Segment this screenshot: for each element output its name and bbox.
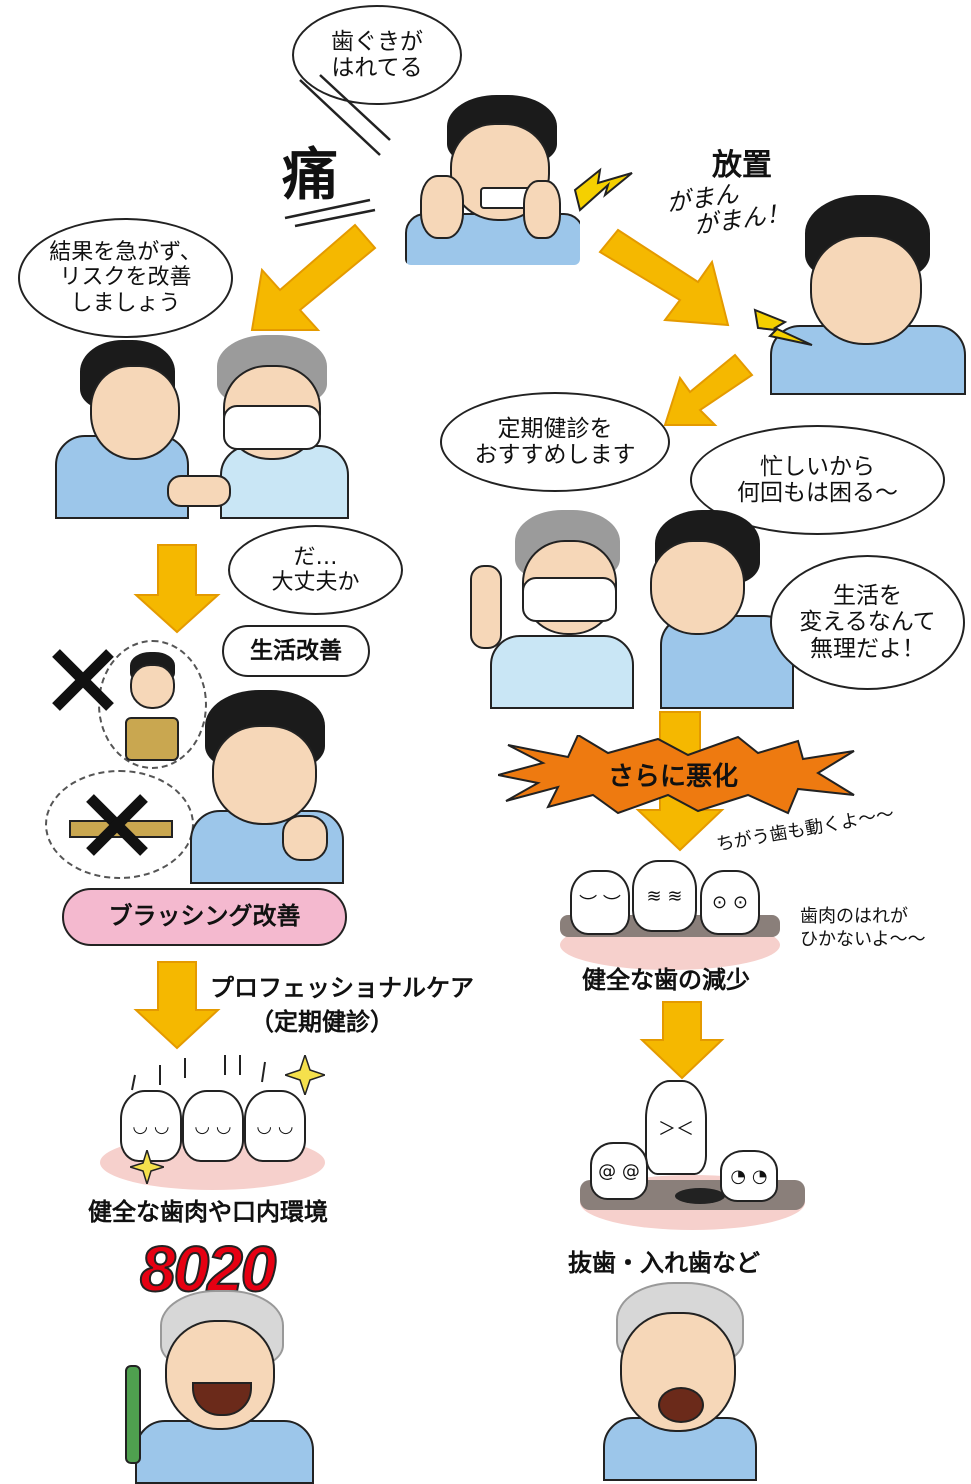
checkup-recommend-bubble: 定期健診を おすすめします	[440, 392, 670, 492]
pain-lightning-icon	[753, 308, 813, 346]
determined-patient-illustration	[190, 690, 344, 884]
healthy-teeth-illustration: ◡ ◡ ◡ ◡ ◡ ◡	[100, 1050, 330, 1190]
no-smoking-x-icon	[82, 790, 152, 860]
sad-elder-illustration	[598, 1282, 758, 1481]
happy-elder-illustration	[120, 1290, 320, 1484]
pain-lines	[284, 74, 391, 228]
neglect-label: 放置	[712, 148, 772, 183]
no-snacking-x-icon	[48, 645, 118, 715]
decrease-caption: 健全な歯の減少	[582, 966, 750, 994]
arrow-to-checkup	[663, 353, 754, 426]
arrow-down-right-2	[639, 1001, 725, 1080]
lifestyle-label: 生活改善	[222, 625, 370, 677]
extraction-caption: 抜歯・入れ歯など	[568, 1249, 760, 1277]
pain-lightning-icon	[573, 167, 633, 212]
lifestyle-refusal-bubble: 生活を 変えるなんて 無理だよ！	[770, 555, 965, 690]
reluctant-patient-illustration	[470, 505, 794, 709]
top-patient-illustration	[405, 95, 580, 265]
worsen-label: さらに悪化	[608, 762, 739, 792]
sparkle-icon	[130, 1150, 164, 1184]
gum-swelling-note: 歯肉のはれが ひかないよ～～	[800, 906, 926, 951]
arrow-down-left-1	[133, 544, 221, 634]
sparkle-icon	[285, 1055, 325, 1095]
arrow-to-neglect	[598, 228, 730, 327]
pro-care-label: プロフェッショナルケア	[210, 974, 474, 1002]
top-speech-bubble: 歯ぐきが はれてる	[292, 5, 462, 105]
pro-care-sublabel: （定期健診）	[250, 1008, 394, 1036]
no-snacking-illustration	[98, 640, 207, 769]
arrow-to-dentist	[250, 223, 377, 331]
extraction-teeth-illustration: ＞＜ @ @ ◔ ◔	[580, 1080, 810, 1230]
unhealthy-teeth-illustration: ︶ ︶ ≋ ≋ ⊙ ⊙	[520, 860, 780, 970]
enduring-patient-illustration	[770, 195, 966, 395]
busy-excuse-bubble: 忙しいから 何回もは困る～	[690, 425, 945, 535]
pain-glyph: 痛	[282, 143, 338, 208]
healthy-caption: 健全な歯肉や口内環境	[88, 1198, 328, 1226]
dentist-consult-illustration	[55, 335, 349, 519]
worsen-burst	[498, 735, 855, 815]
brushing-label: ブラッシング改善	[62, 888, 347, 946]
dentist-advice-bubble: 結果を急がず、 リスクを改善 しましょう	[18, 218, 233, 338]
arrow-down-left-2	[133, 961, 221, 1050]
patient-worry-bubble: だ… 大丈夫か	[228, 525, 403, 615]
